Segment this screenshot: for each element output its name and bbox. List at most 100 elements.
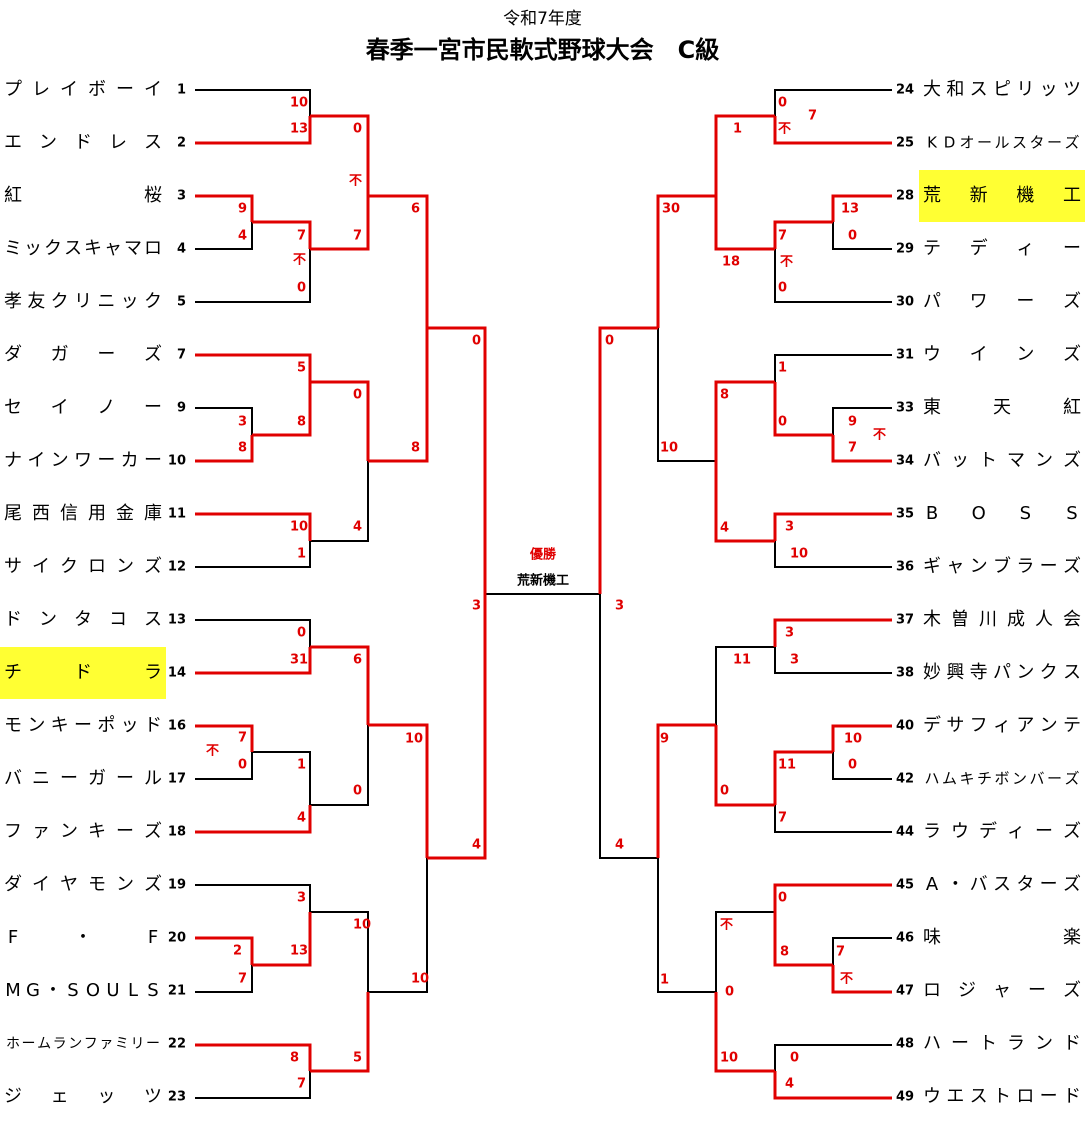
team-name-char: ラ	[1016, 556, 1034, 577]
seed-number: 18	[168, 825, 186, 840]
score-label: 3	[785, 626, 794, 641]
score-label: 0	[778, 891, 787, 906]
team-name-char: ン	[51, 450, 69, 471]
team-name-char: ー	[951, 1033, 969, 1054]
score-label: 0	[353, 388, 362, 403]
seed-number: 16	[168, 719, 186, 734]
seed-number: 46	[896, 931, 914, 946]
seed-number: 34	[896, 454, 914, 469]
seed-number: 23	[168, 1090, 186, 1105]
team-name-char: ー	[144, 450, 162, 471]
tournament-year: 令和7年度	[503, 9, 582, 29]
bracket-line	[310, 911, 369, 992]
bracket-line	[832, 407, 892, 435]
score-label: 1	[778, 361, 787, 376]
team-name-char: ズ	[144, 344, 162, 365]
team-name-char: 寺	[970, 662, 988, 683]
score-label: 31	[290, 653, 308, 668]
bracket-line	[774, 249, 892, 303]
bracket-line	[310, 196, 370, 251]
team-name-char: ィ	[1016, 238, 1034, 259]
team-name-char: ツ	[144, 1086, 162, 1107]
score-label: 5	[353, 1051, 362, 1066]
score-label: 7	[238, 731, 247, 746]
team-name-char: イ	[60, 79, 78, 100]
seed-number: 4	[177, 242, 186, 257]
team-name-char: ボ	[88, 79, 106, 100]
bracket-line	[773, 220, 833, 249]
team-name-char: ー	[977, 134, 992, 152]
seed-number: 38	[896, 666, 914, 681]
team-name-char: ム	[37, 1036, 51, 1052]
forfeit-mark: 不	[349, 174, 362, 189]
team-name-char: ッ	[121, 291, 139, 312]
team-name-char: ロ	[144, 238, 162, 259]
score-label: 0	[790, 1051, 799, 1066]
seed-number: 3	[177, 189, 186, 204]
champion-team: 荒新機工	[516, 573, 569, 589]
score-label: 13	[290, 122, 308, 137]
team-name-char: U	[106, 980, 119, 1001]
team-name-char: ツ	[1063, 79, 1081, 100]
forfeit-mark: 不	[293, 253, 306, 268]
team-name-char: ニ	[97, 291, 115, 312]
forfeit-mark: 不	[873, 428, 886, 443]
team-name-char: ロ	[1016, 1086, 1034, 1107]
score-label: 4	[785, 1077, 794, 1092]
team-name-char: ア	[1016, 715, 1034, 736]
team-name-char: バ	[970, 874, 988, 895]
team-name-char: 人	[1035, 609, 1053, 630]
team-name-char: コ	[109, 609, 127, 630]
seed-number: 44	[896, 825, 914, 840]
bracket-line	[832, 937, 892, 965]
score-label: 6	[353, 653, 362, 668]
team-name-char: ン	[116, 556, 134, 577]
score-label: 3	[785, 520, 794, 535]
score-label: 1	[297, 547, 306, 562]
team-name-char: ハ	[924, 770, 939, 788]
team-name-char: ー	[60, 768, 78, 789]
bracket-line	[195, 752, 253, 780]
team-name-char: ク	[51, 291, 69, 312]
team-name-char: モ	[4, 715, 22, 736]
bracket-line	[310, 725, 369, 806]
bracket-line	[714, 461, 775, 543]
score-label: 9	[238, 202, 247, 217]
team-name-char: 工	[1063, 185, 1081, 206]
team-name-char: ニ	[32, 768, 50, 789]
bracket-line	[714, 725, 775, 807]
score-label: 8	[238, 441, 247, 456]
bracket-line	[774, 1044, 892, 1071]
team-name-char: イ	[32, 874, 50, 895]
team-name-char: ・	[74, 927, 92, 948]
score-label: 0	[353, 122, 362, 137]
team-name-char: ド	[74, 132, 92, 153]
team-name-char: ク	[60, 556, 78, 577]
team-name-char: タ	[1029, 134, 1044, 152]
team-name-char: ス	[970, 1086, 988, 1107]
bracket-line	[195, 89, 311, 116]
bracket-line	[714, 196, 775, 251]
score-label: 0	[720, 784, 729, 799]
team-name-char: ィ	[1007, 821, 1025, 842]
team-name-char: ト	[979, 1033, 997, 1054]
team-name-char: ク	[1040, 662, 1058, 683]
bracket-line	[195, 1071, 311, 1099]
team-name-char: レ	[32, 79, 50, 100]
team-name-char: D	[944, 134, 956, 152]
team-name-char: ズ	[144, 556, 162, 577]
forfeit-mark: 不	[206, 744, 219, 759]
team-name-char: ー	[146, 1036, 160, 1052]
bracket-line	[427, 594, 487, 860]
team-name-char: ロ	[88, 556, 106, 577]
team-name-char: 金	[116, 503, 134, 524]
bracket-line	[657, 328, 716, 462]
score-label: 9	[848, 415, 857, 430]
highlight-box	[0, 647, 166, 699]
team-name-char: ム	[942, 770, 957, 788]
team-name-char: ズ	[1064, 134, 1079, 152]
team-name-char: ズ	[1063, 450, 1081, 471]
seed-number: 12	[168, 560, 186, 575]
team-name-char: 東	[923, 397, 941, 418]
bracket-line	[195, 407, 253, 435]
